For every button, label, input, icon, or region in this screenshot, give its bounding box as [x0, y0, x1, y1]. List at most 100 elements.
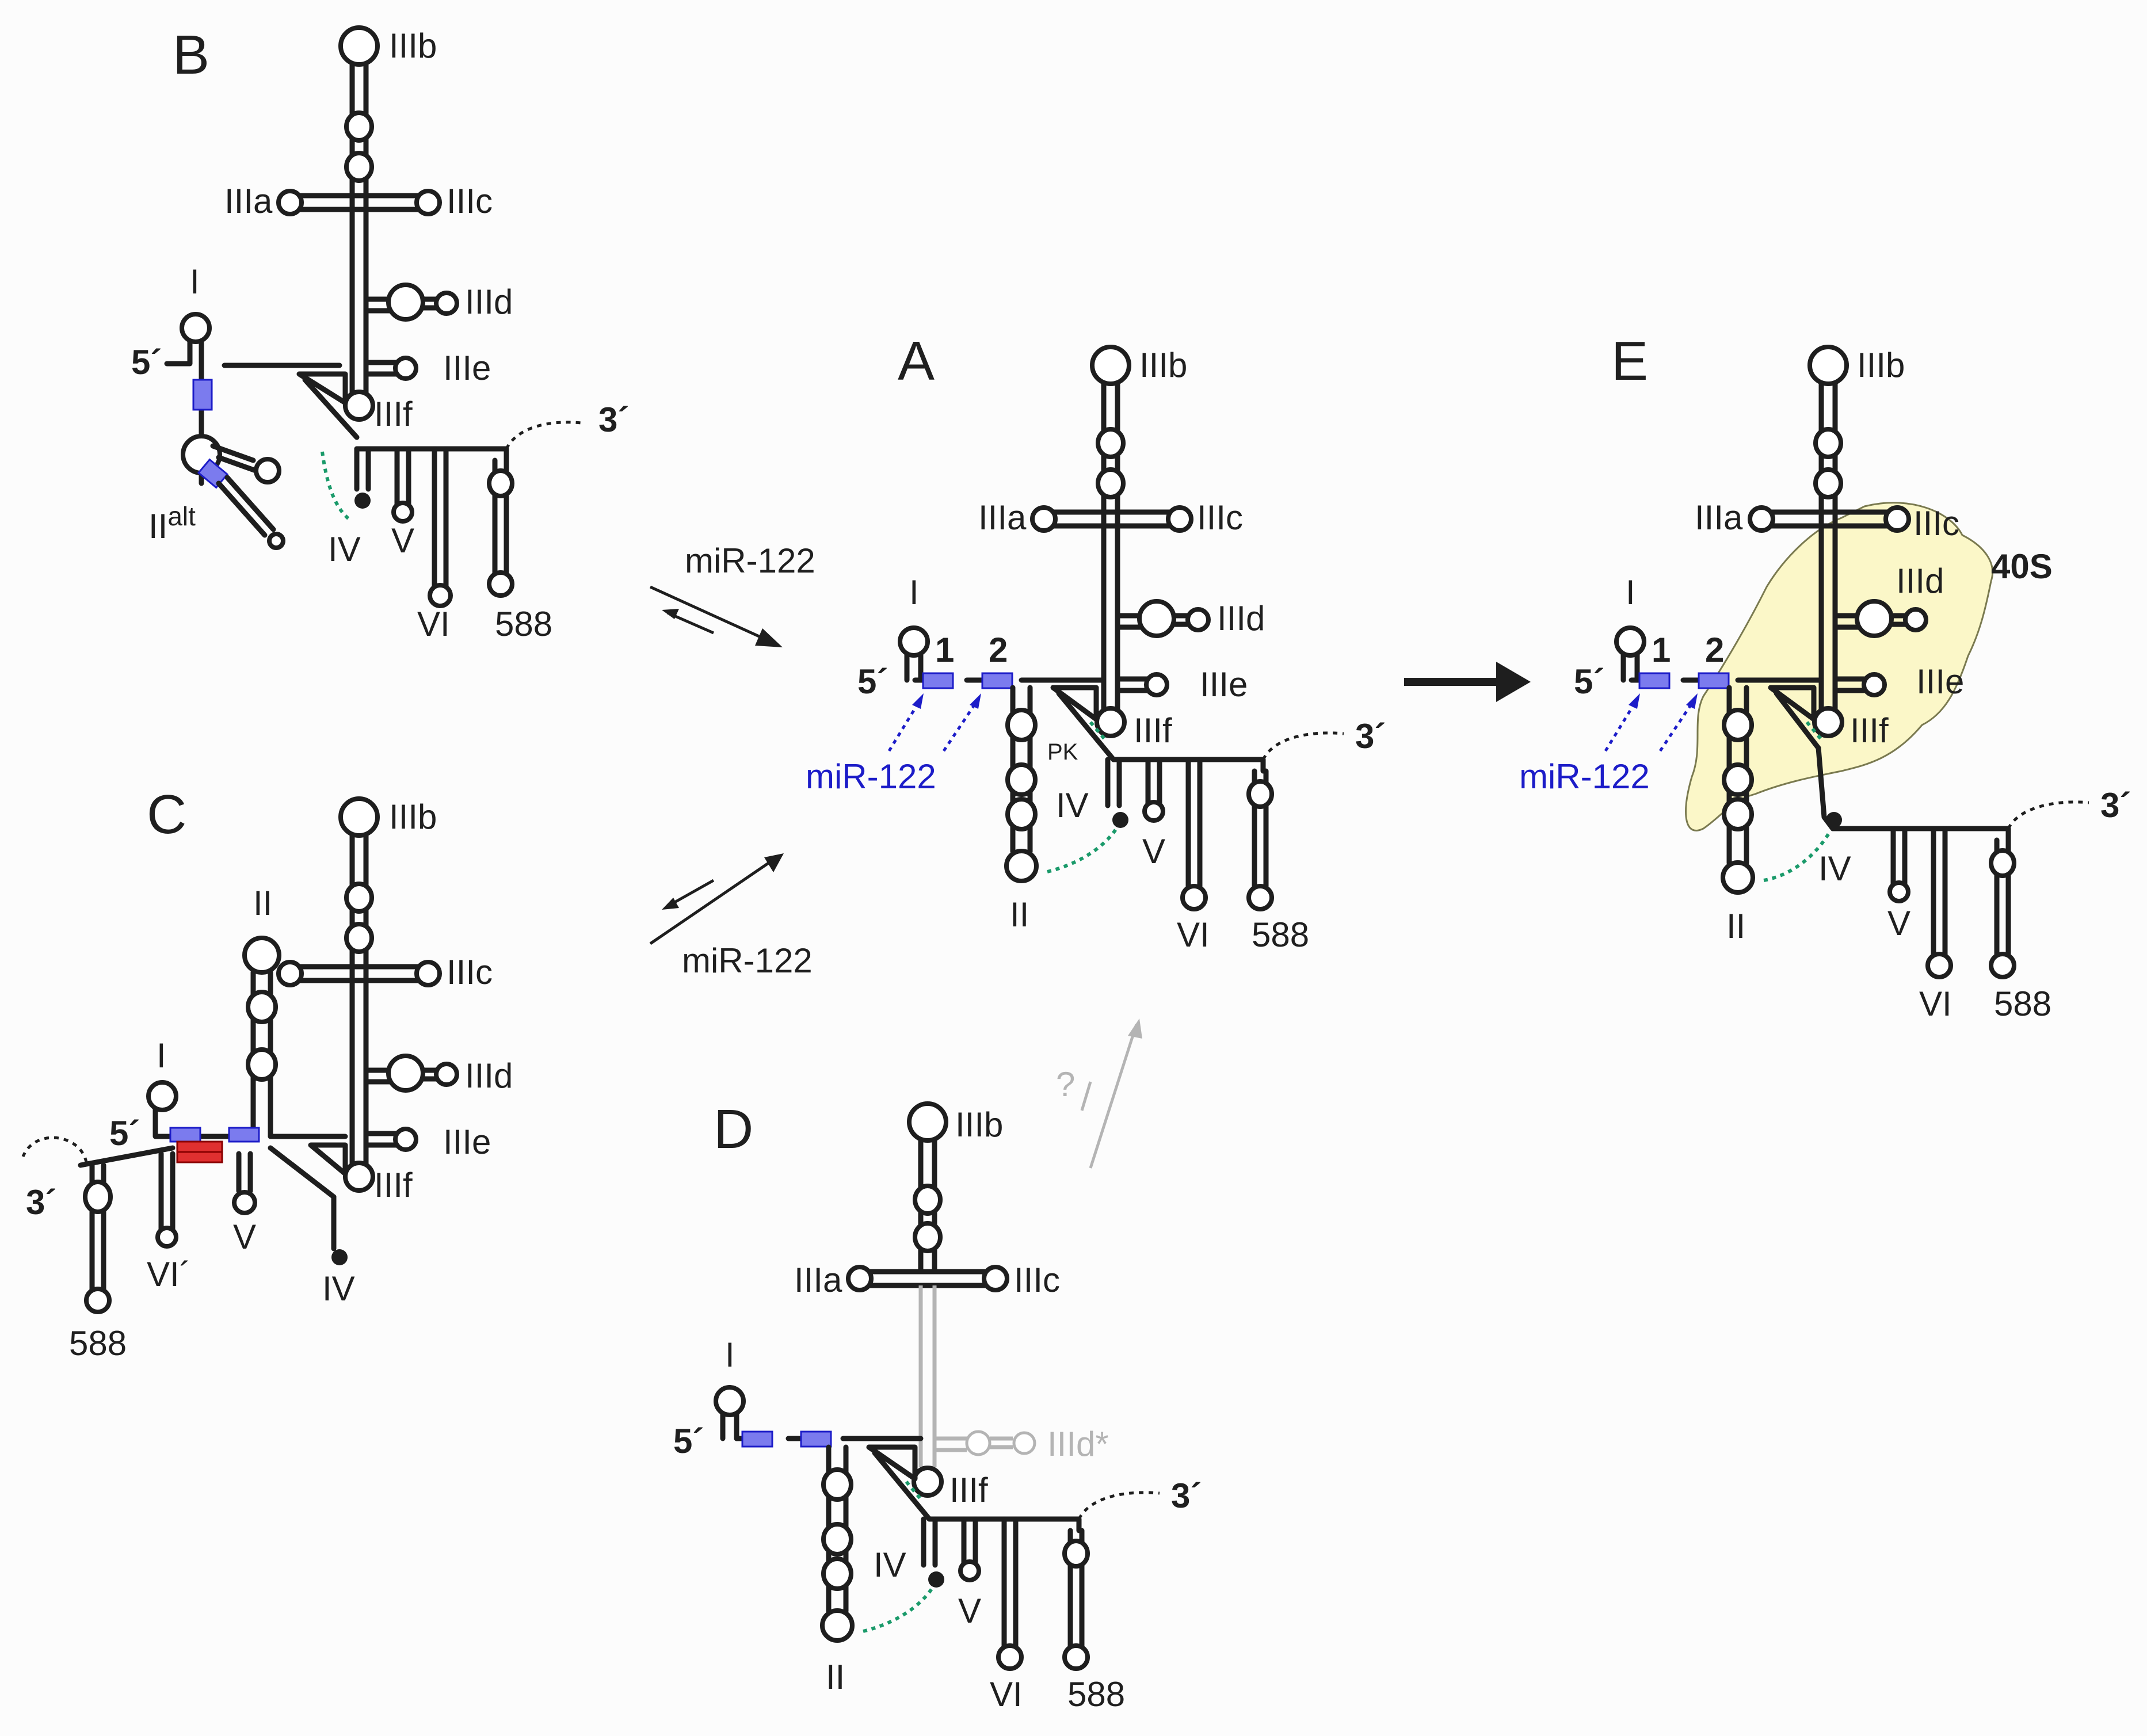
- three-prime-c: 3´: [26, 1183, 56, 1222]
- label-iiib-e: IIIb: [1857, 346, 1905, 384]
- panel-c-letter: C: [147, 784, 186, 845]
- label-iiib-a: IIIb: [1139, 346, 1187, 384]
- arrow-b-to-a: [649, 585, 778, 646]
- equilibrium-arrows: miR-122 miR-122 ?: [649, 541, 1531, 1169]
- label-v-c: V: [233, 1218, 256, 1256]
- mir-site-e1: [1638, 672, 1671, 689]
- label-iiie-a: IIIe: [1200, 665, 1248, 704]
- five-prime-a: 5´: [857, 662, 888, 701]
- label-iv-e: IV: [1818, 849, 1851, 888]
- label-ii-d: II: [826, 1658, 845, 1696]
- label-iiic-d: IIIc: [1014, 1261, 1060, 1299]
- label-iiib-b: IIIb: [389, 26, 437, 65]
- mir-site-c2: [228, 1127, 260, 1143]
- label-iiia-b: IIIa: [224, 182, 273, 220]
- stem-ii-loop-c: [242, 936, 281, 975]
- mir-site-a1: [922, 672, 954, 689]
- five-prime-c: 5´: [109, 1114, 140, 1153]
- five-prime-d: 5´: [673, 1422, 704, 1460]
- label-588-d: 588: [1067, 1675, 1125, 1714]
- label-i-c: I: [157, 1036, 166, 1075]
- arrow-d-to-a: [1089, 1024, 1138, 1169]
- red-site-c2: [176, 1151, 223, 1163]
- label-v-b: V: [391, 521, 414, 560]
- mir122-label-a: miR-122: [806, 757, 936, 796]
- label-ii-c: II: [253, 884, 272, 922]
- stem-iiie-loop: [393, 356, 418, 381]
- label-iiic-e: IIIc: [1913, 504, 1959, 543]
- label-v-d: V: [958, 1592, 981, 1630]
- stem-iv-aug: [354, 493, 371, 509]
- label-iv-d: IV: [874, 1546, 906, 1584]
- site-1-e: 1: [1652, 631, 1671, 669]
- label-iiic-a: IIIc: [1197, 498, 1243, 537]
- label-iiid-c: IIId: [465, 1056, 513, 1095]
- stem-v-loop: [391, 501, 414, 524]
- label-iiib-d: IIIb: [955, 1105, 1003, 1144]
- label-588-c: 588: [69, 1324, 127, 1363]
- arrow-c-to-a: [649, 856, 778, 945]
- five-prime-b: 5´: [131, 343, 162, 381]
- domain-iii-b: [276, 25, 459, 422]
- label-vi-e: VI: [1919, 985, 1952, 1023]
- label-iiia-a: IIIa: [978, 498, 1027, 537]
- site-1-a: 1: [935, 631, 954, 669]
- label-question-d: ?: [1056, 1065, 1075, 1104]
- label-mir122-c: miR-122: [682, 941, 813, 980]
- label-vi-b: VI: [417, 605, 450, 643]
- panel-d: D 5´ 3: [673, 1098, 1202, 1714]
- label-588-b: 588: [495, 605, 552, 643]
- label-iiie-b: IIIe: [443, 349, 491, 387]
- mir-site-b2: [197, 458, 229, 489]
- label-iiid-e: IIId: [1896, 562, 1944, 600]
- label-iv-b: IV: [328, 530, 361, 569]
- panel-a: A: [806, 330, 1386, 954]
- ribosome-label-e: 40S: [1991, 547, 2053, 586]
- label-iiie-c: IIIe: [443, 1123, 491, 1161]
- site-2-e: 2: [1705, 631, 1724, 669]
- stem-ii-loop-a: [1004, 849, 1039, 883]
- mir-site-e2: [1698, 672, 1730, 689]
- panel-d-letter: D: [714, 1098, 753, 1160]
- stem-i-loop: [180, 312, 212, 344]
- label-iiia-e: IIIa: [1695, 498, 1743, 537]
- label-iiif-a: IIIf: [1134, 711, 1172, 750]
- panel-b: B: [131, 24, 629, 643]
- mir-site-c1: [169, 1127, 201, 1143]
- panel-a-letter: A: [898, 330, 935, 392]
- label-588-a: 588: [1252, 915, 1309, 954]
- label-iiif-d: IIIf: [949, 1471, 988, 1509]
- label-iiif-b: IIIf: [374, 395, 413, 433]
- label-v-a: V: [1142, 832, 1165, 871]
- label-i-a: I: [909, 573, 919, 612]
- label-iiid-a: IIId: [1217, 599, 1265, 638]
- label-iv-c: IV: [322, 1269, 355, 1308]
- panel-e: E: [1519, 330, 2131, 1023]
- label-mir122-b: miR-122: [685, 541, 815, 580]
- stem-iiib-loop-c: [338, 796, 380, 838]
- label-iiif-c: IIIf: [374, 1166, 413, 1204]
- label-v-e: V: [1887, 904, 1910, 943]
- mir-site-b: [192, 379, 213, 411]
- three-prime-e: 3´: [2100, 786, 2131, 825]
- mir-site-d1: [741, 1430, 773, 1448]
- label-i-e: I: [1626, 573, 1635, 612]
- mir122-label-e: miR-122: [1519, 757, 1650, 796]
- label-ii-alt-b: IIalt: [148, 501, 196, 545]
- label-iiid-b: IIId: [465, 283, 513, 321]
- stem-588-loop: [487, 570, 514, 598]
- stem-iiia-loop: [276, 189, 304, 216]
- three-prime-a: 3´: [1355, 717, 1386, 756]
- label-iiif-e: IIIf: [1850, 711, 1889, 750]
- five-prime-e: 5´: [1574, 662, 1604, 701]
- stem-iiib-loop: [338, 25, 380, 67]
- label-iiic-c: IIIc: [447, 953, 493, 991]
- label-i-b: I: [190, 262, 200, 301]
- stem-iiic-loop: [414, 189, 442, 216]
- label-iv-a: IV: [1056, 786, 1089, 825]
- stem-iiid-faded-d: [965, 1430, 991, 1456]
- label-i-d: I: [725, 1336, 735, 1374]
- site-2-a: 2: [989, 631, 1008, 669]
